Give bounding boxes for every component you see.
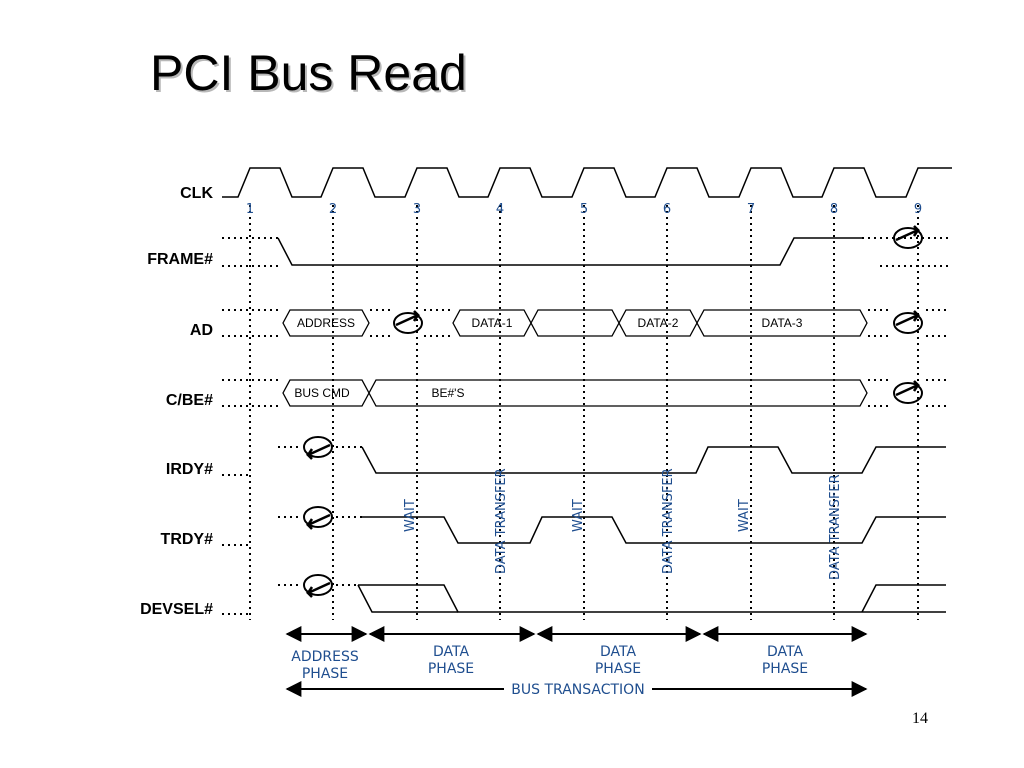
annotation-wait-1: WAIT: [403, 499, 418, 532]
clk-waveform: [222, 167, 952, 198]
ad-label-address: ADDRESS: [297, 316, 355, 330]
ad-segments: [282, 309, 868, 337]
page-number: 14: [912, 710, 928, 727]
turnaround-icon: [303, 506, 333, 530]
signal-label-devsel: DEVSEL#: [140, 601, 213, 618]
devsel-trace: [358, 584, 946, 613]
frame-trace: [277, 237, 862, 266]
phase-label-address-line2: PHASE: [302, 666, 348, 682]
phase-label-data1-line1: DATA: [433, 644, 469, 660]
clock-number-4: 4: [496, 202, 504, 217]
signal-label-ad: AD: [190, 322, 213, 339]
cycle-annotations: WAIT WAIT WAIT DATA TRANSFER DATA TRANSF…: [403, 468, 843, 580]
slide-title: PCI Bus Read: [150, 45, 467, 101]
cbe-tristate-dots: [222, 379, 948, 407]
ad-segment-data1: [452, 309, 532, 337]
clock-number-7: 7: [747, 202, 755, 217]
phase-label-data1-line2: PHASE: [428, 661, 474, 677]
signal-label-irdy: IRDY#: [166, 461, 213, 478]
frame-waveform: [222, 237, 948, 267]
irdy-waveform: [222, 446, 946, 476]
ad-segment-wait: [530, 309, 620, 337]
cbe-segments: [282, 379, 868, 407]
clock-number-3: 3: [413, 202, 421, 217]
trdy-trace: [362, 516, 946, 544]
ad-label-data1: DATA-1: [472, 316, 513, 330]
turnaround-icon: [303, 574, 333, 598]
clock-number-2: 2: [329, 202, 337, 217]
annotation-data-transfer-3: DATA TRANSFER: [828, 474, 843, 580]
clock-number-9: 9: [914, 202, 922, 217]
clock-number-6: 6: [663, 202, 671, 217]
clock-number-8: 8: [830, 202, 838, 217]
clock-edge-guides: [249, 205, 919, 620]
turnaround-symbols: [303, 225, 923, 598]
ad-waveform: ADDRESS DATA-1 DATA-2 DATA-3: [222, 309, 948, 337]
devsel-end-high: [861, 584, 946, 613]
devsel-trace-fast: [357, 584, 458, 613]
turnaround-icon: [303, 436, 333, 460]
annotation-data-transfer-1: DATA TRANSFER: [494, 468, 509, 574]
phase-label-data3-line1: DATA: [767, 644, 803, 660]
signal-label-clk: CLK: [180, 185, 213, 202]
irdy-trace: [361, 446, 946, 474]
turnaround-icon: [893, 225, 923, 249]
cbe-waveform: BUS CMD BE#'S: [222, 379, 948, 407]
clock-numbers: 1 2 3 4 5 6 7 8 9: [246, 202, 922, 217]
ad-segment-data3: [696, 309, 868, 337]
signal-label-trdy: TRDY#: [161, 531, 214, 548]
signal-label-frame: FRAME#: [147, 251, 213, 268]
clock-number-1: 1: [246, 202, 254, 217]
cbe-label-byte-enables: BE#'S: [432, 386, 465, 400]
cbe-label-buscmd: BUS CMD: [294, 386, 350, 400]
signal-label-cbe: C/BE#: [166, 392, 213, 409]
cbe-segment-buscmd: [282, 379, 370, 407]
turnaround-icon: [393, 310, 423, 334]
bus-transaction-label: BUS TRANSACTION: [511, 682, 644, 698]
annotation-wait-2: WAIT: [571, 499, 586, 532]
turnaround-icon: [893, 380, 923, 404]
phase-label-data2-line2: PHASE: [595, 661, 641, 677]
cbe-segment-byte-enables: [368, 379, 868, 407]
turnaround-icon: [893, 310, 923, 334]
phase-arrows: [285, 626, 868, 697]
phase-label-data2-line1: DATA: [600, 644, 636, 660]
clk-trace: [222, 167, 952, 198]
ad-segment-data2: [618, 309, 698, 337]
devsel-waveform: [222, 584, 946, 615]
ad-segment-address: [282, 309, 370, 337]
phase-label-address-line1: ADDRESS: [291, 649, 359, 665]
clock-number-5: 5: [580, 202, 588, 217]
ad-label-data2: DATA-2: [638, 316, 679, 330]
signal-labels: CLK FRAME# AD C/BE# IRDY# TRDY# DEVSEL#: [140, 185, 213, 618]
trdy-waveform: [222, 516, 946, 546]
phase-label-data3-line2: PHASE: [762, 661, 808, 677]
ad-label-data3: DATA-3: [762, 316, 803, 330]
annotation-data-transfer-2: DATA TRANSFER: [661, 468, 676, 574]
annotation-wait-3: WAIT: [737, 499, 752, 532]
ad-tristate-dots: [222, 309, 948, 337]
phase-labels: ADDRESS PHASE DATA PHASE DATA PHASE DATA…: [291, 644, 808, 698]
